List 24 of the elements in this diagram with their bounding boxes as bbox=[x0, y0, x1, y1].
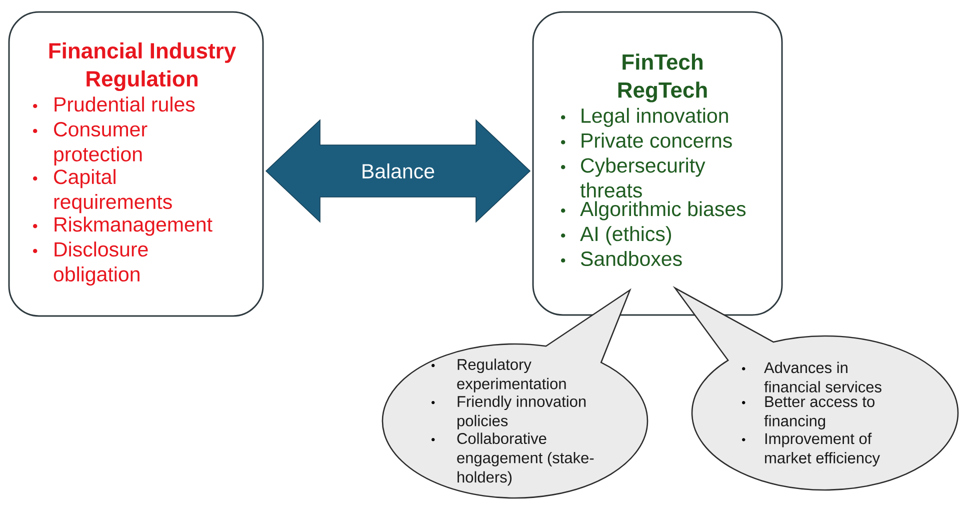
list-item: Sandboxes bbox=[580, 251, 682, 266]
list-item: Collaborative engagement (stake-holders) bbox=[457, 432, 594, 486]
list-item: Algorithmic biases bbox=[580, 201, 746, 220]
rounded-box bbox=[532, 11, 783, 316]
rounded-box bbox=[8, 11, 264, 317]
box-heading: Financial Industry Regulation bbox=[49, 42, 236, 92]
list-item: Cybersecurity threats bbox=[580, 158, 706, 198]
list-item: Capital requirements bbox=[54, 169, 172, 214]
edge-label: Balance bbox=[360, 162, 436, 180]
speech-bubble bbox=[674, 287, 959, 491]
list-item: Private concerns bbox=[582, 132, 732, 148]
list-item: Friendly innovation policies bbox=[458, 396, 586, 430]
list-item: AI (ethics) bbox=[580, 226, 671, 246]
list-item: Better access to financing bbox=[764, 396, 874, 430]
list-item: Consumer protection bbox=[54, 122, 148, 166]
speech-bubble bbox=[382, 289, 648, 499]
list-item: Disclosure obligation bbox=[54, 242, 148, 286]
list-item: Advances in financial services bbox=[764, 362, 882, 392]
list-item: Legal innovation bbox=[582, 108, 728, 127]
list-item: Regulatory experimentation bbox=[457, 358, 566, 392]
list-item: Prudential rules bbox=[54, 96, 195, 112]
box-heading: FinTech RegTech bbox=[618, 54, 707, 102]
list-item: Riskmanagement bbox=[54, 216, 212, 236]
list-item: Improvement of market efficiency bbox=[765, 432, 880, 466]
